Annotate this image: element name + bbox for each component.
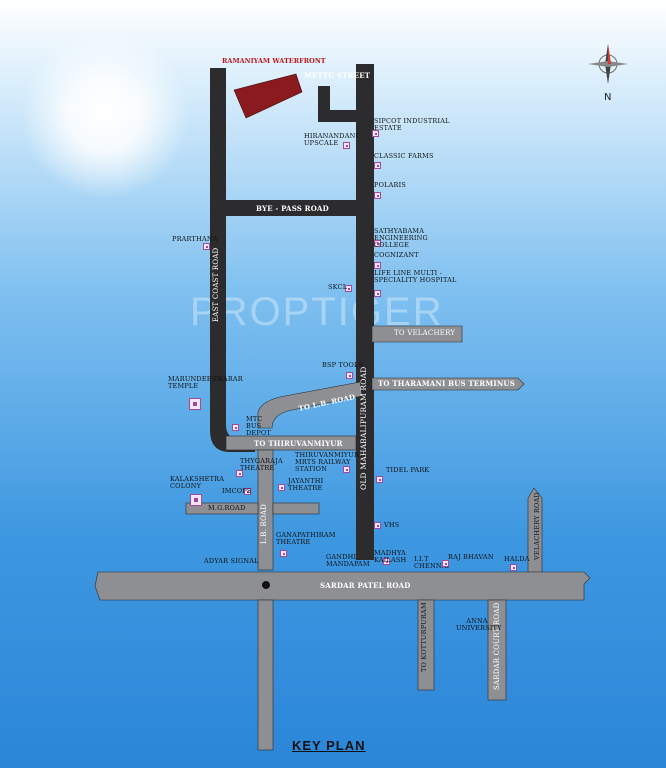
- marker-lifeline: [374, 290, 381, 297]
- marker-sathyabama: [374, 240, 381, 247]
- marker-cognizant: [374, 262, 381, 269]
- label-velachery-road: VELACHERY ROAD: [533, 492, 541, 560]
- label-lb-road: L.B. ROAD: [260, 504, 268, 544]
- road-mg-right: [272, 502, 320, 515]
- marker-marundeeswarar: [189, 398, 201, 410]
- compass-letter: N: [604, 92, 611, 102]
- marker-prarthana: [203, 243, 210, 250]
- compass-icon: N: [588, 44, 628, 102]
- road-kotturpuram: [417, 599, 435, 691]
- landmark-skcl: SKCL: [328, 283, 348, 291]
- landmark-vhs: VHS: [384, 521, 400, 529]
- label-sardar-court-road: SARDAR COURT ROAD: [493, 602, 501, 690]
- label-bypass-road: BYE - PASS ROAD: [256, 204, 329, 213]
- marker-thygaraja: [236, 470, 243, 477]
- marker-thiruvanmiyur-station: [343, 466, 350, 473]
- project-label: RAMANIYAM WATERFRONT: [222, 57, 326, 65]
- label-east-coast-road: EAST COAST ROAD: [212, 247, 220, 322]
- landmark-thygaraja: THYGARAJA THEATRE: [240, 457, 283, 472]
- landmark-sipcot: SIPCOT INDUSTRIAL ESTATE: [374, 117, 450, 132]
- marker-halda: [510, 564, 517, 571]
- landmark-cognizant: COGNIZANT: [374, 251, 419, 259]
- label-to-thiruvanmiyur: TO THIRUVANMIYUR: [254, 439, 343, 448]
- road-velachery: [527, 487, 543, 573]
- landmark-anna-university: ANNA UNIVERSITY: [456, 617, 502, 632]
- project-plot: [233, 73, 303, 119]
- landmark-imcops: IMCOPS: [222, 487, 252, 495]
- marker-bsp-tools: [346, 372, 353, 379]
- road-lb-south: [257, 599, 274, 751]
- label-mg-road: M.G.ROAD: [208, 504, 246, 512]
- landmark-mtc: MTC BUS DEPOT: [246, 415, 271, 437]
- label-to-tharamani: TO THARAMANI BUS TERMINUS: [378, 379, 515, 388]
- road-velachery-top: [371, 325, 463, 343]
- landmark-ganapathiram: GANAPATHIRAM THEATRE: [276, 531, 336, 546]
- road-thiruvanmiyur: [225, 435, 357, 451]
- label-old-mahabalipuram-road: OLD MAHABALIPURAM ROAD: [359, 366, 368, 490]
- landmark-lifeline: LIFE LINE MULTI - SPECIALITY HOSPITAL: [374, 269, 457, 284]
- landmark-madhya-kailash: MADHYA KAILASH: [374, 549, 407, 564]
- marker-skcl: [345, 285, 352, 292]
- landmark-marundeeswarar: MARUNDEESWARAR TEMPLE: [168, 375, 243, 390]
- road-sadar-court: [487, 599, 507, 701]
- landmark-tidel-park: TIDEL PARK: [386, 466, 430, 474]
- landmark-halda: HALDA: [504, 555, 530, 563]
- marker-kalakshetra: [190, 494, 202, 506]
- marker-tidel-park: [376, 476, 383, 483]
- landmark-jayanthi: JAYANTHI THEATRE: [288, 477, 324, 492]
- landmark-gandhi-mandapam: GANDHI MANDAPAM: [326, 553, 370, 568]
- marker-imcops: [244, 488, 251, 495]
- label-sardar-patel-road: SARDAR PATEL ROAD: [320, 581, 411, 590]
- key-plan-title: KEY PLAN: [292, 738, 366, 753]
- marker-madhya-kailash: [383, 558, 390, 565]
- marker-vhs: [374, 522, 381, 529]
- label-to-velachery: TO VELACHERY: [394, 329, 456, 337]
- road-omr: [356, 64, 374, 560]
- landmark-polaris: POLARIS: [374, 181, 407, 189]
- landmark-bsp-tools: BSP TOOLS: [322, 361, 364, 369]
- landmark-classic-farms: CLASSIC FARMS: [374, 152, 434, 160]
- landmark-kalakshetra: KALAKSHETRA COLONY: [170, 475, 225, 490]
- adyar-signal-dot: [262, 581, 270, 589]
- marker-mtc: [232, 424, 239, 431]
- road-bypass: [218, 200, 368, 216]
- landmark-raj-bhavan: RAJ BHAVAN: [448, 553, 494, 561]
- landmark-prarthana: PRARTHANA: [172, 235, 218, 243]
- sun-glow: [20, 30, 190, 200]
- road-mg: [185, 502, 259, 515]
- road-mettu: [318, 86, 360, 122]
- marker-ganapathiram: [280, 550, 287, 557]
- marker-iit: [442, 560, 449, 567]
- road-ecr: [210, 68, 255, 452]
- road-tharamani: [371, 377, 525, 391]
- landmark-hiranandani: HIRANANDANI UPSCALE: [304, 132, 359, 147]
- label-to-kotturpuram: TO KOTTURPURAM: [420, 602, 428, 672]
- landmark-sathyabama: SATHYABAMA ENGINEERING COLLEGE: [374, 227, 428, 249]
- road-lb-top: [257, 381, 363, 429]
- label-mettu-street: METTU STREET: [304, 71, 371, 80]
- landmark-iit-chennai: I.I.T CHENNAI: [414, 555, 450, 570]
- marker-hiranandani: [343, 142, 350, 149]
- marker-polaris: [374, 192, 381, 199]
- road-sardar: [94, 571, 591, 601]
- marker-sipcot: [372, 130, 379, 137]
- landmark-adyar-signal: ADYAR SIGNAL: [204, 557, 259, 565]
- landmark-thiruvanmiyur-station: THIRUVANMIYUR MRTS RAILWAY STATION: [295, 451, 360, 473]
- marker-jayanthi: [278, 484, 285, 491]
- marker-classic-farms: [374, 162, 381, 169]
